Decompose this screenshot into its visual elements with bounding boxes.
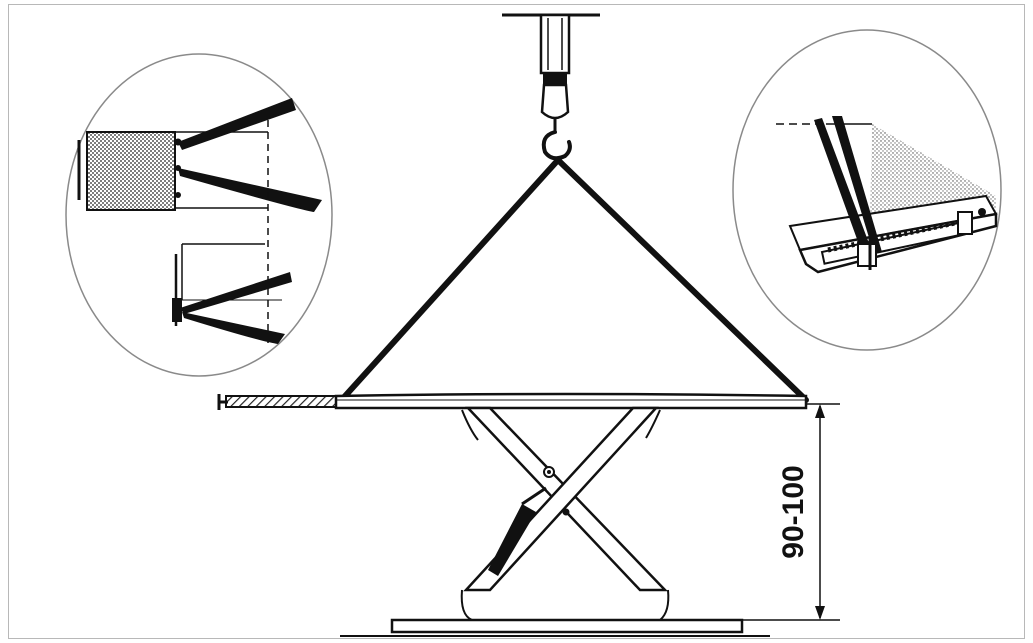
height-dimension: 90-100 — [742, 403, 840, 621]
lifting-slings — [334, 157, 809, 408]
table-top — [217, 392, 808, 410]
right-detail-callout — [732, 29, 1002, 351]
left-detail-callout — [65, 53, 333, 377]
hook-icon — [502, 13, 600, 161]
height-dimension-label: 90-100 — [777, 465, 810, 558]
scissor-lift-icon — [340, 406, 770, 637]
